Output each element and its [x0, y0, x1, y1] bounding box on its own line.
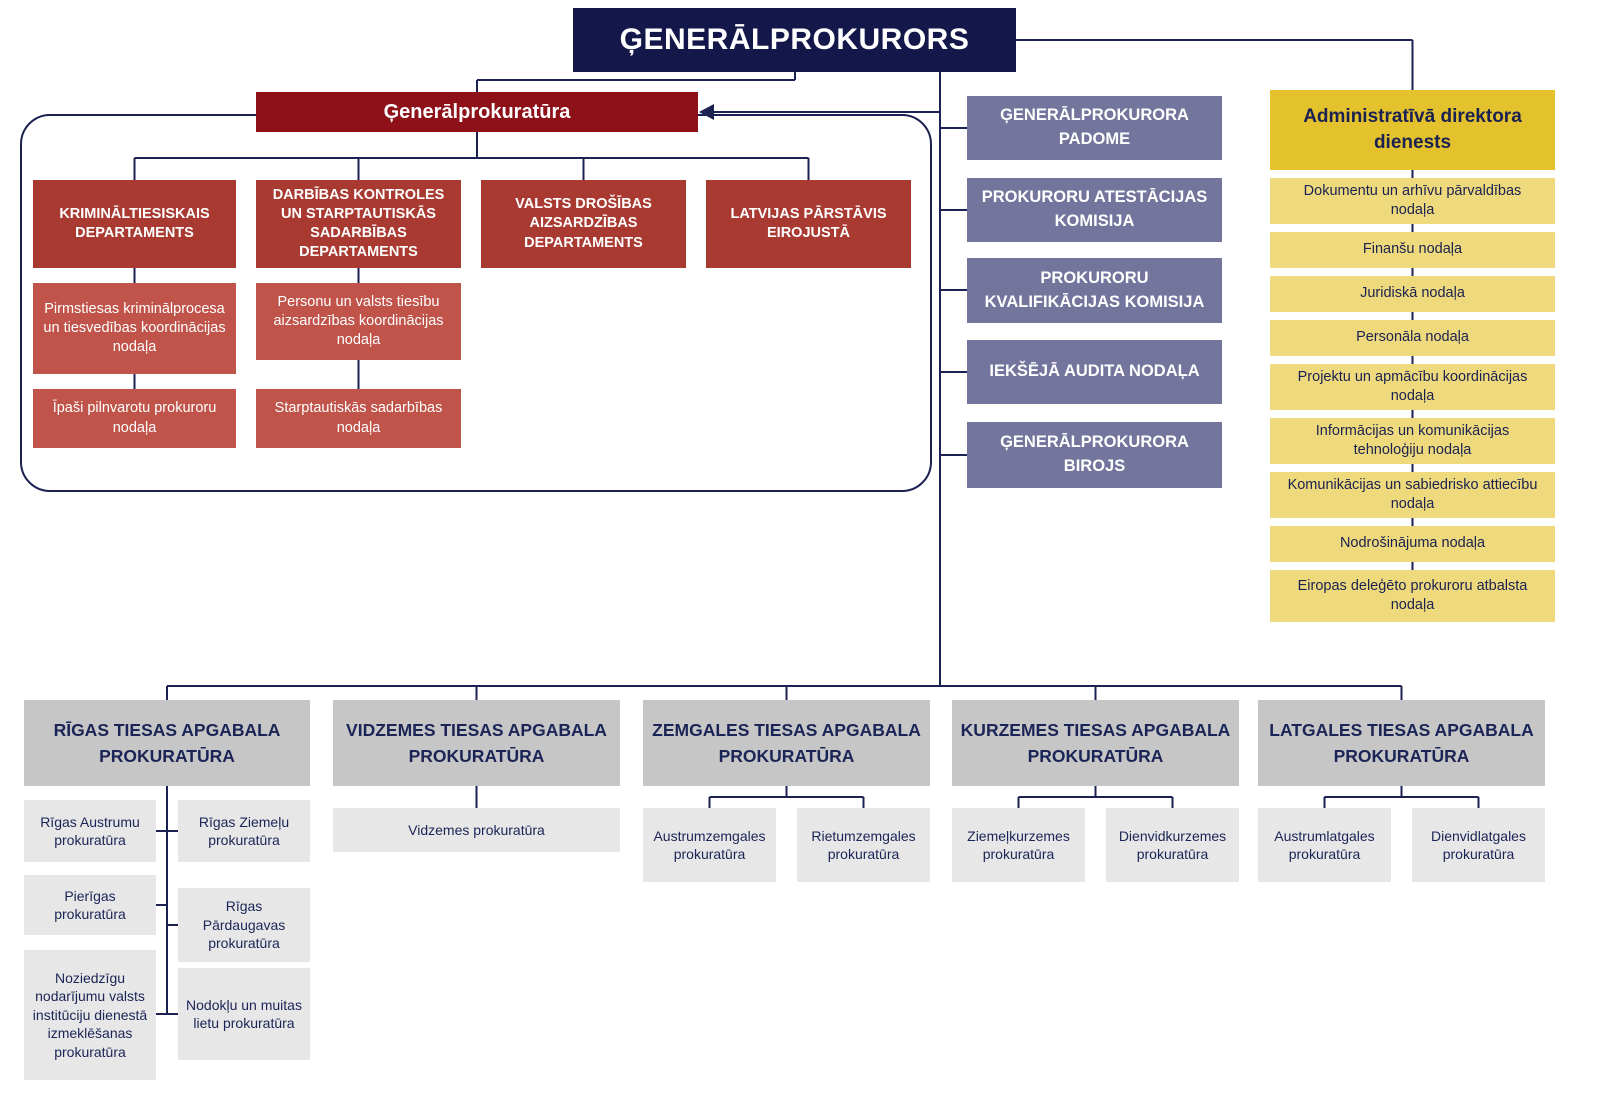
- admin-unit-documents: Dokumentu un arhīvu pārvaldības nodaļa: [1270, 178, 1555, 224]
- office-box-austrumzemgale: Austrumzemgales prokuratūra: [643, 808, 776, 882]
- office-box-criminal-offences-service: Noziedzīgu nodarījumu valsts institūciju…: [24, 950, 156, 1080]
- admin-unit-communications: Komunikācijas un sabiedrisko attiecību n…: [1270, 472, 1555, 518]
- region-connectors: [475, 786, 1480, 808]
- advisory-box-qualification: PROKURORU KVALIFIKĀCIJAS KOMISIJA: [967, 258, 1222, 323]
- prosecution-office-header: Ģenerālprokuratūra: [256, 92, 698, 132]
- region-header-latgale: LATGALES TIESAS APGABALA PROKURATŪRA: [1258, 700, 1545, 786]
- office-box-riga-pardaugava: Rīgas Pārdaugavas prokuratūra: [178, 888, 310, 962]
- admin-unit-ict: Informācijas un komunikācijas tehnoloģij…: [1270, 418, 1555, 464]
- regions-tree: [166, 685, 1403, 700]
- admin-unit-finance: Finanšu nodaļa: [1270, 232, 1555, 268]
- region-header-zemgale: ZEMGALES TIESAS APGABALA PROKURATŪRA: [643, 700, 930, 786]
- region-header-riga: RĪGAS TIESAS APGABALA PROKURATŪRA: [24, 700, 310, 786]
- region-header-kurzeme: KURZEMES TIESAS APGABALA PROKURATŪRA: [952, 700, 1239, 786]
- office-box-riga-austrumu: Rīgas Austrumu prokuratūra: [24, 800, 156, 862]
- office-box-tax-customs: Nodokļu un muitas lietu prokuratūra: [178, 968, 310, 1060]
- department-tree: [133, 132, 810, 389]
- department-box-criminal: KRIMINĀLTIESISKAIS DEPARTAMENTS: [33, 180, 236, 268]
- admin-unit-personnel: Personāla nodaļa: [1270, 320, 1555, 356]
- advisory-box-attestation: PROKURORU ATESTĀCIJAS KOMISIJA: [967, 178, 1222, 242]
- advisory-box-bureau: ĢENERĀLPROKURORA BIROJS: [967, 422, 1222, 488]
- office-box-riga-ziemelu: Rīgas Ziemeļu prokuratūra: [178, 800, 310, 862]
- office-box-dienvidlatgale: Dienvidlatgales prokuratūra: [1412, 808, 1545, 882]
- office-box-pieriga: Pierīgas prokuratūra: [24, 875, 156, 935]
- department-box-eurojust: LATVIJAS PĀRSTĀVIS EIROJUSTĀ: [706, 180, 911, 268]
- unit-box-rights-protection: Personu un valsts tiesību aizsardzības k…: [256, 283, 461, 360]
- unit-box-pretrial-coordination: Pirmstiesas kriminālprocesa un tiesvedīb…: [33, 283, 236, 374]
- unit-box-international-cooperation: Starptautiskās sadarbības nodaļa: [256, 389, 461, 448]
- unit-box-authorized-prosecutors: Īpaši pilnvarotu prokuroru nodaļa: [33, 389, 236, 448]
- office-box-rietumzemgale: Rietumzemgales prokuratūra: [797, 808, 930, 882]
- office-box-austrumlatgale: Austrumlatgales prokuratūra: [1258, 808, 1391, 882]
- advisory-box-internal-audit: IEKŠĒJĀ AUDITA NODAĻA: [967, 340, 1222, 404]
- arrow-left-icon: [699, 104, 714, 120]
- office-box-ziemelkurzeme: Ziemeļkurzemes prokuratūra: [952, 808, 1085, 882]
- admin-service-header: Administratīvā direktora dienests: [1270, 90, 1555, 170]
- office-box-vidzeme: Vidzemes prokuratūra: [333, 808, 620, 852]
- admin-unit-projects: Projektu un apmācību koordinācijas nodaļ…: [1270, 364, 1555, 410]
- department-box-control: DARBĪBAS KONTROLES UN STARPTAUTISKĀS SAD…: [256, 180, 461, 268]
- region-header-vidzeme: VIDZEMES TIESAS APGABALA PROKURATŪRA: [333, 700, 620, 786]
- root-connectors: [476, 39, 1414, 686]
- admin-unit-legal: Juridiskā nodaļa: [1270, 276, 1555, 312]
- office-box-dienvidkurzeme: Dienvidkurzemes prokuratūra: [1106, 808, 1239, 882]
- admin-unit-eppo-support: Eiropas deleģēto prokuroru atbalsta noda…: [1270, 570, 1555, 622]
- admin-unit-supply: Nodrošinājuma nodaļa: [1270, 526, 1555, 562]
- prosecutor-general-box: ĢENERĀLPROKURORS: [573, 8, 1016, 72]
- advisory-stubs: [940, 127, 967, 456]
- region1-spine: [156, 786, 178, 1015]
- department-box-security: VALSTS DROŠĪBAS AIZSARDZĪBAS DEPARTAMENT…: [481, 180, 686, 268]
- advisory-box-council: ĢENERĀLPROKURORA PADOME: [967, 96, 1222, 160]
